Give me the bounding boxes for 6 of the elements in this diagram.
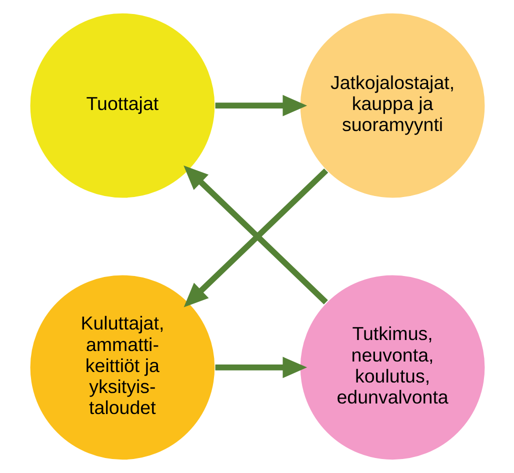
node-circle: Kuluttajat, ammatti- keittiöt ja yksityis- taloudet <box>28 274 216 461</box>
node-circle: Jatkojalostajat, kauppa ja suoramyynti <box>298 12 486 199</box>
arrow <box>214 356 307 378</box>
arrow <box>214 94 307 116</box>
node-circle: Tuottajat <box>28 12 216 199</box>
node-circle: Tutkimus, neuvonta, koulutus, edunvalvonta <box>298 274 486 461</box>
